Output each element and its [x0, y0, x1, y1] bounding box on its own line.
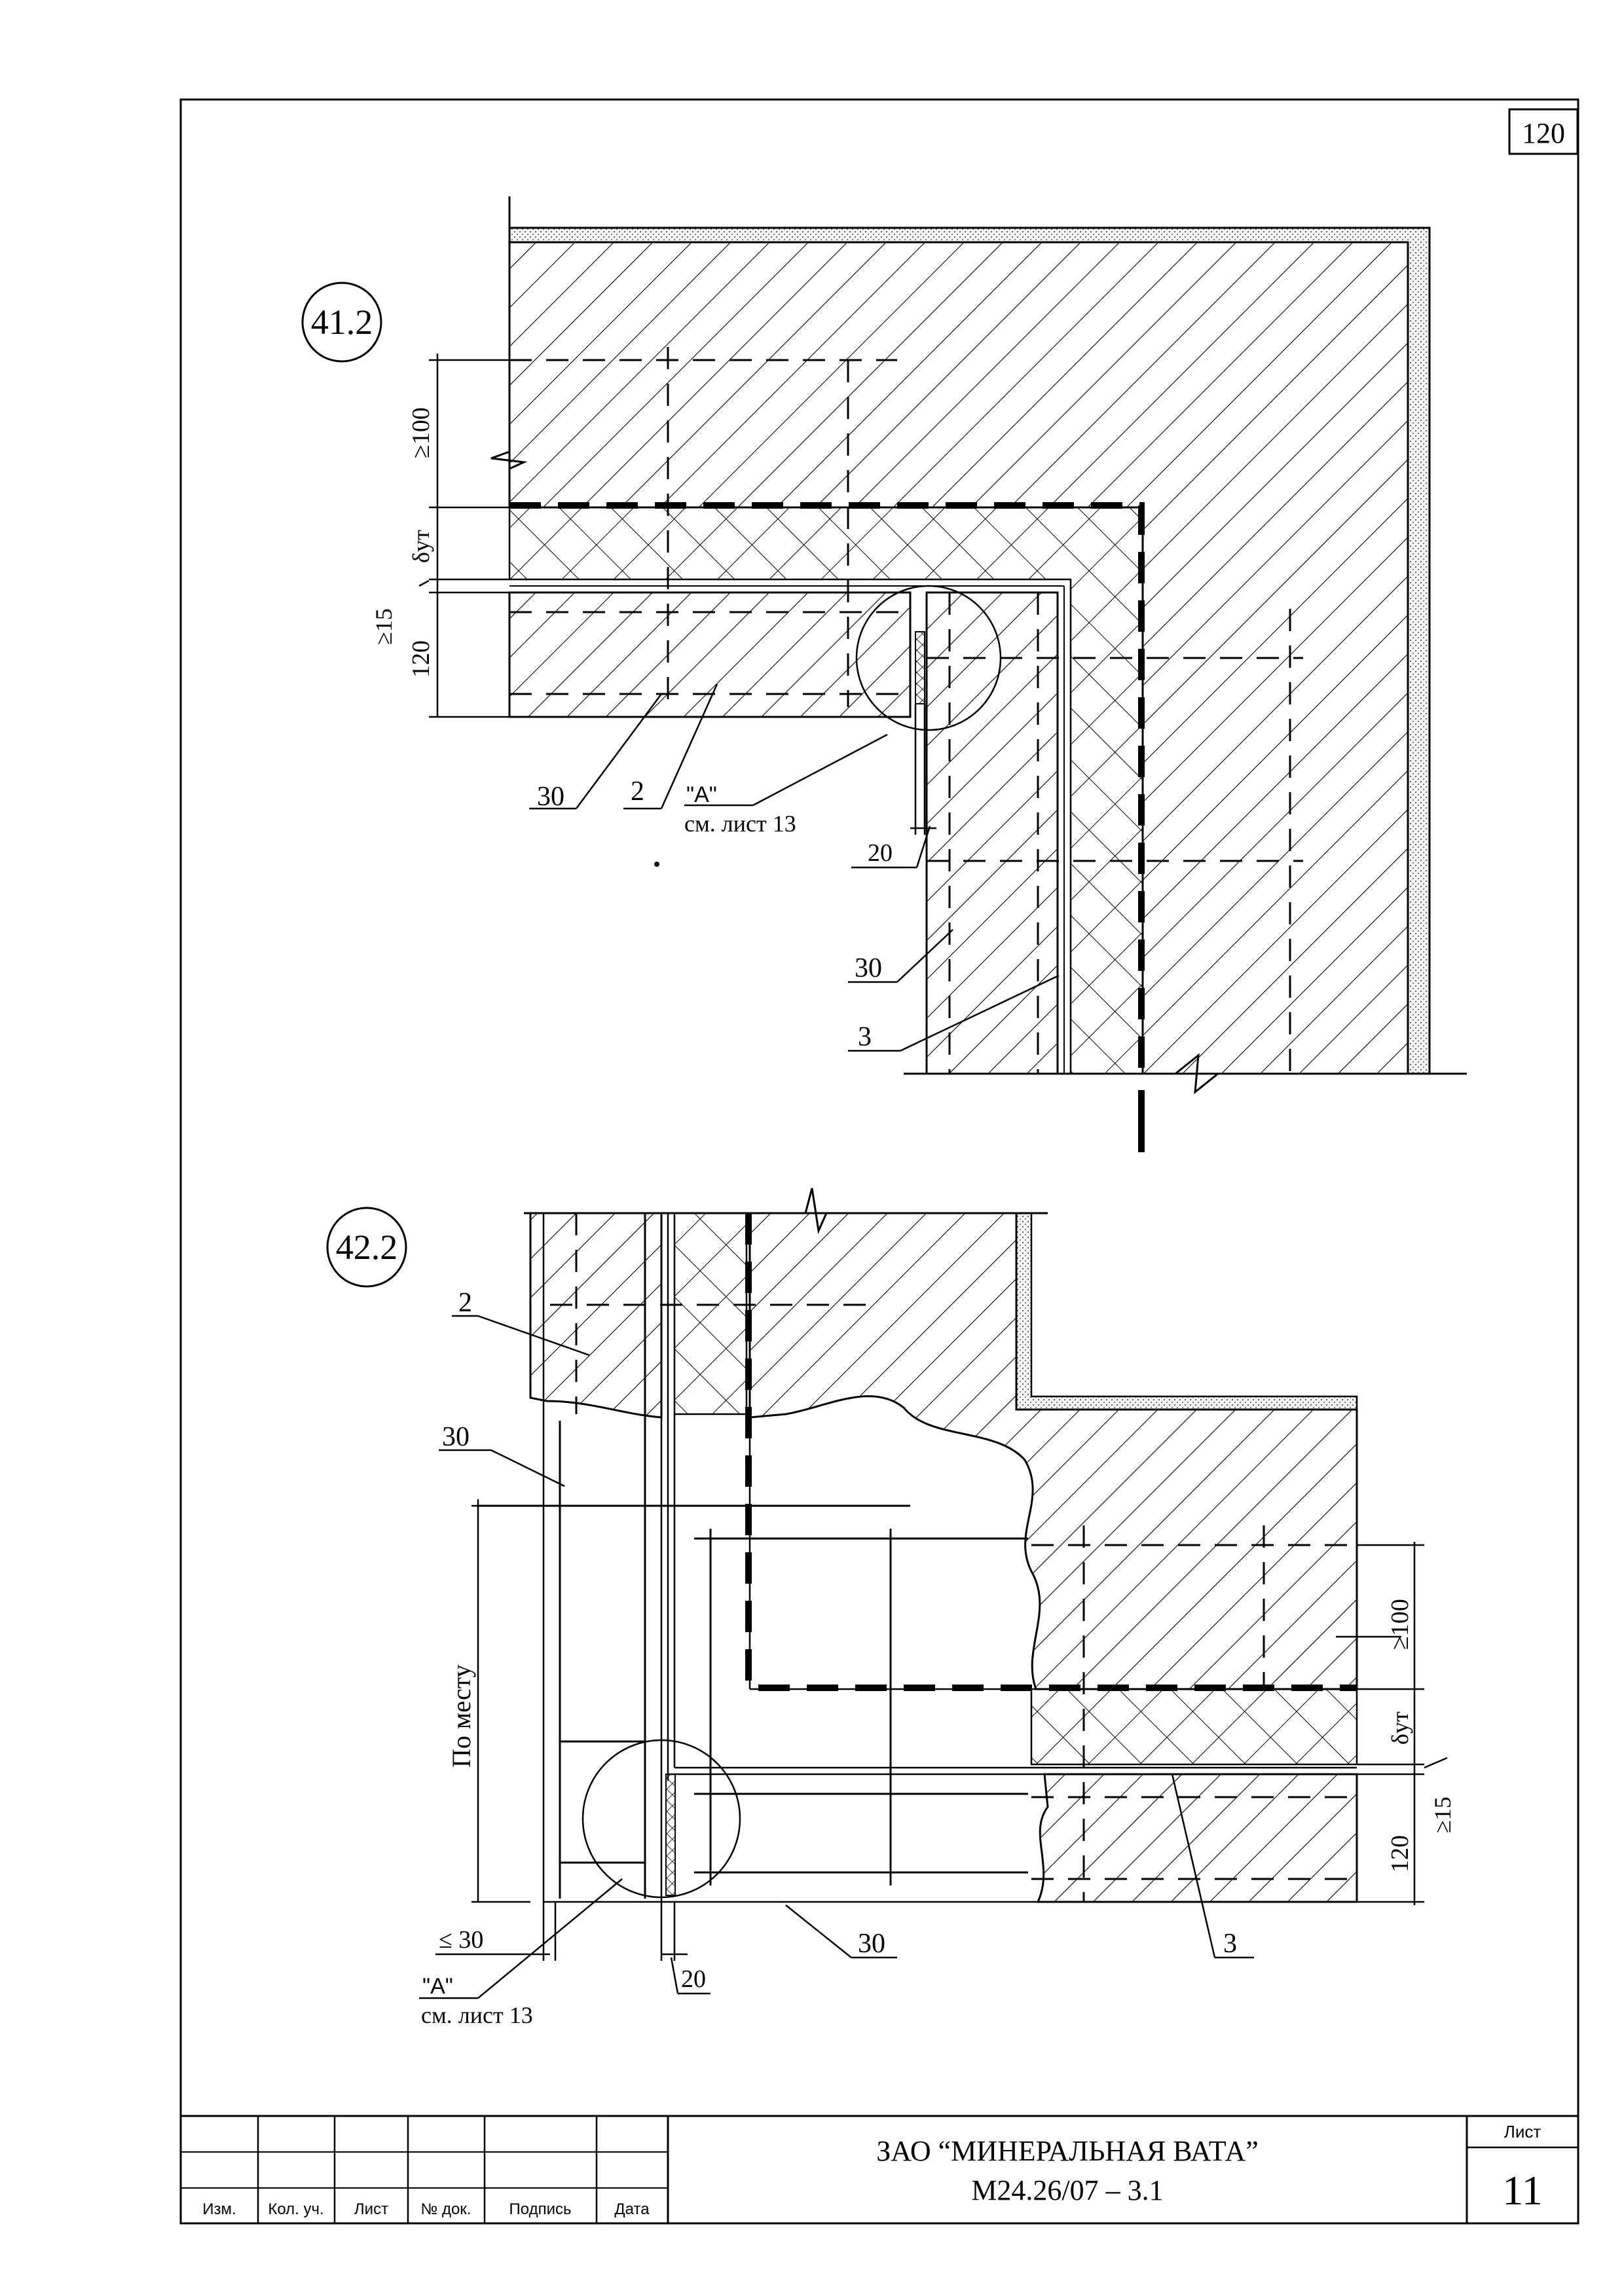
dim-41-20-lines [851, 704, 936, 869]
dim-41-20: 20 [868, 839, 893, 867]
callout-42-3: 3 [1223, 1929, 1237, 1959]
corner-number-box [1508, 108, 1579, 155]
note-42-a-ref: см. лист 13 [421, 2002, 533, 2028]
detail-42-2-id: 42.2 [336, 1228, 398, 1267]
dim-42-po-mestu: По месту [447, 1664, 476, 1768]
tb-col-data: Дата [614, 2200, 650, 2218]
tb-org: ЗАО “МИНЕРАЛЬНАЯ ВАТА” [876, 2135, 1259, 2167]
tb-col-izm: Изм. [202, 2200, 236, 2218]
leaders-41 [529, 683, 1060, 1052]
note-41-a-ref: см. лист 13 [684, 811, 796, 837]
dim-42-ge15: ≥15 [1430, 1796, 1456, 1833]
detail-41-2-id: 41.2 [311, 302, 373, 342]
tb-col-list: Лист [354, 2200, 388, 2218]
dashed-lines-41 [509, 347, 1303, 1074]
dim-42-20: 20 [681, 1965, 706, 1993]
callout-42-30a: 30 [442, 1422, 470, 1452]
title-block [181, 2115, 1578, 2223]
dim-41-120: 120 [407, 640, 435, 678]
bearing-wall-42 [748, 1212, 1358, 1690]
tb-col-doc: № док. [421, 2200, 471, 2218]
detail-41-2: 41.2 ≥100 δут ≥15 120 20 [301, 196, 1467, 1152]
elastic-joint-42 [665, 1774, 676, 1896]
detail-42-2-bubble [326, 1207, 407, 1288]
dim-41-dut: δут [408, 530, 434, 563]
corner-number: 120 [1522, 117, 1565, 149]
tb-sheet-label: Лист [1504, 2122, 1541, 2141]
dim-42-dut: δут [1387, 1711, 1413, 1745]
callout-41-2: 2 [631, 776, 644, 807]
detail-41-2-bubble [301, 282, 382, 363]
note-42-a-label: "А" [422, 1974, 453, 1999]
dim-41-ge100: ≥100 [407, 407, 435, 458]
dim-42-le30: ≤ 30 [439, 1926, 483, 1954]
dim-42-120: 120 [1386, 1835, 1414, 1872]
tb-sheet-number: 11 [1502, 2167, 1543, 2214]
note-41-a-label: "А" [686, 782, 717, 807]
sheet-frame [179, 98, 1579, 2225]
detail-a-circle [855, 585, 1002, 731]
detail-42-2: 42.2 [326, 1188, 1456, 2028]
inner-leaf-vertical-42 [529, 1212, 663, 1419]
vapour-barrier [509, 502, 1145, 1074]
elastic-joint [915, 631, 925, 704]
inner-leaf-outlines-42 [542, 1213, 1357, 1903]
callout-41-30b: 30 [855, 953, 882, 983]
callout-41-30a: 30 [537, 782, 564, 812]
tb-col-kol-uch: Кол. уч. [268, 2200, 323, 2218]
dims-41-left [418, 354, 509, 718]
callout-41-3: 3 [858, 1022, 872, 1052]
insulation-vertical-42 [673, 1212, 748, 1415]
dim-41-ge15: ≥15 [371, 608, 397, 645]
plaster-layer-42 [1015, 1212, 1358, 1411]
inner-leaf-horizontal [508, 591, 912, 718]
callout-42-30b: 30 [858, 1929, 885, 1959]
callout-42-2: 2 [458, 1288, 472, 1318]
tb-code: М24.26/07 – 3.1 [971, 2174, 1163, 2206]
detail-a-circle-42 [581, 1739, 741, 1899]
insulation-horizontal-42 [1030, 1688, 1358, 1766]
dim-42-ge100: ≥100 [1386, 1599, 1414, 1650]
tb-col-podpis: Подпись [509, 2200, 572, 2218]
leaders-42 [419, 1315, 1254, 1999]
dashed-lines-42 [550, 1213, 1357, 1902]
vapour-barrier-42 [745, 1213, 1357, 1691]
dims-42-right [1336, 1542, 1448, 1905]
